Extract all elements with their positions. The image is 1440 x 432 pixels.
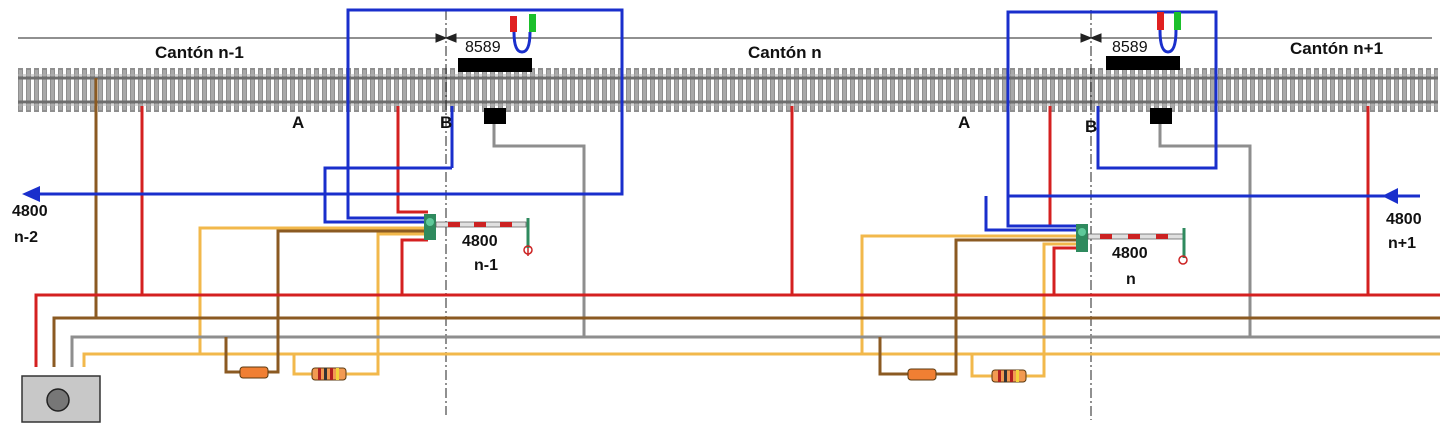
point-a-1: A <box>292 113 304 132</box>
bus-arrow-right-icon <box>1382 188 1398 204</box>
signal-2-model: 4800 <box>1112 245 1148 262</box>
point-a-2: A <box>958 113 970 132</box>
decoder-1-label: 8589 <box>465 39 501 56</box>
railway-track <box>18 68 1438 112</box>
semaphore-signal-1-icon <box>424 214 533 256</box>
diode-components <box>239 366 1027 383</box>
point-b-2: B <box>1085 117 1097 136</box>
red-wires <box>34 16 1440 367</box>
gray-wires <box>70 122 1440 367</box>
blue-wires <box>34 8 1420 232</box>
signal-1-sub: n-1 <box>474 257 498 274</box>
brown-wires <box>52 78 1440 376</box>
canton-separators <box>445 10 1092 420</box>
canton-next-label: Cantón n+1 <box>1290 39 1383 58</box>
point-b-1: B <box>440 113 452 132</box>
bus-left-sub: n-2 <box>14 229 38 246</box>
bus-right-model: 4800 <box>1386 211 1422 228</box>
signal-1-model: 4800 <box>462 233 498 250</box>
yellow-wires <box>82 226 1440 378</box>
transformer-box <box>21 375 101 423</box>
canton-prev-label: Cantón n-1 <box>155 43 244 62</box>
canton-dimension-lines <box>18 33 1432 43</box>
bus-right-sub: n+1 <box>1388 235 1416 252</box>
bus-arrow-left-icon <box>22 186 40 202</box>
decoder-blocks <box>458 56 1180 124</box>
semaphore-signal-2-icon <box>1076 224 1188 265</box>
led-indicators <box>510 12 1181 32</box>
signal-2-sub: n <box>1126 271 1136 288</box>
bus-left-model: 4800 <box>12 203 48 220</box>
canton-current-label: Cantón n <box>748 43 822 62</box>
decoder-2-label: 8589 <box>1112 39 1148 56</box>
